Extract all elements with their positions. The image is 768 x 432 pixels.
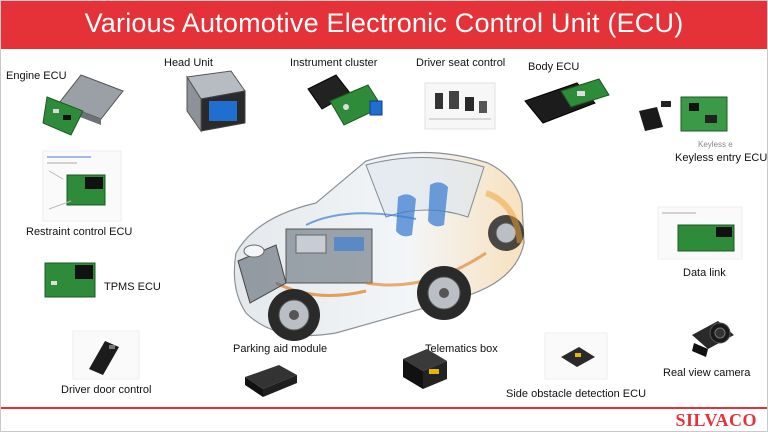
car-illustration — [233, 151, 525, 341]
label-engine-ecu: Engine ECU — [6, 70, 67, 82]
label-driver-door-control: Driver door control — [61, 384, 152, 396]
restraint-control-image — [42, 150, 122, 222]
engine-ecu-image — [42, 74, 124, 136]
parking-aid-image — [245, 365, 297, 397]
label-side-obstacle-detection-ecu: Side obstacle detection ECU — [506, 388, 647, 400]
label-keyless-tag: Keyless e — [698, 140, 733, 149]
data-link-image — [657, 206, 743, 260]
driver-door-image — [72, 330, 140, 380]
label-rear-view-camera: Real view camera — [663, 367, 751, 379]
rear-view-camera-image — [692, 321, 734, 357]
silvaco-logo: SILVACO — [675, 410, 757, 430]
label-body-ecu: Body ECU — [528, 61, 580, 73]
label-instrument-cluster: Instrument cluster — [290, 57, 378, 69]
tpms-ecu-image — [44, 262, 96, 298]
label-tpms-ecu: TPMS ECU — [104, 281, 161, 293]
label-driver-seat-control: Driver seat control — [416, 57, 506, 69]
instrument-cluster-image — [307, 74, 383, 126]
label-head-unit: Head Unit — [164, 57, 213, 69]
label-keyless-entry-ecu: Keyless entry ECU — [675, 152, 768, 164]
label-telematics-box: Telematics box — [425, 343, 498, 355]
head-unit-image — [186, 70, 246, 133]
body-ecu-image — [524, 78, 610, 124]
side-obstacle-image — [544, 332, 608, 380]
telematics-box-image — [403, 349, 447, 389]
keyless-entry-image — [639, 96, 728, 132]
title-bar — [1, 1, 767, 49]
label-data-link: Data link — [683, 267, 726, 279]
slide-title: Various Automotive Electronic Control Un… — [84, 8, 684, 38]
label-parking-aid-module: Parking aid module — [233, 343, 328, 355]
driver-seat-image — [424, 82, 496, 130]
label-restraint-control-ecu: Restraint control ECU — [26, 226, 133, 238]
bottom-accent-line — [1, 407, 767, 409]
